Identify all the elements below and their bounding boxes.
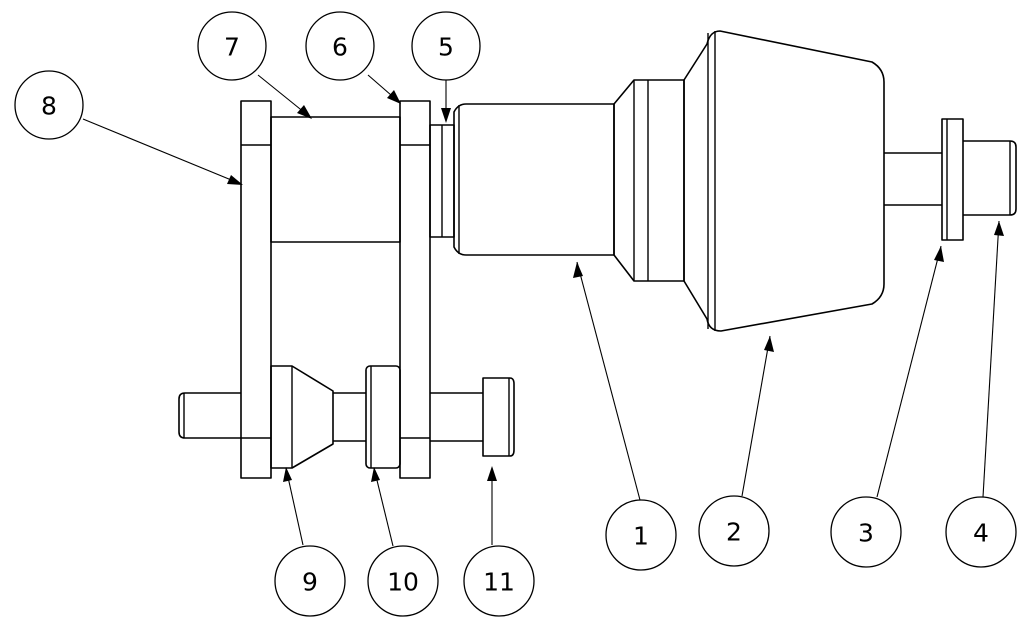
end-washer [941, 118, 964, 241]
balloon-5: 5 [411, 11, 481, 81]
balloon-6-label: 6 [332, 33, 348, 62]
balloon-10-label: 10 [387, 568, 419, 597]
balloon-1: 1 [605, 499, 677, 571]
balloon-11: 11 [463, 545, 535, 617]
balloon-2: 2 [698, 495, 770, 567]
balloon-5-label: 5 [438, 33, 454, 62]
balloon-2-label: 2 [726, 518, 742, 547]
pin-head [482, 377, 515, 457]
shaft-cylinder [453, 103, 615, 256]
balloon-9: 9 [274, 545, 346, 617]
balloon-7-label: 7 [224, 33, 240, 62]
shaft-taper [613, 79, 685, 282]
lower-shaft [178, 392, 483, 442]
tapered-bushing [270, 365, 334, 469]
balloon-1-label: 1 [633, 522, 649, 551]
balloon-10: 10 [367, 545, 439, 617]
balloon-7: 7 [197, 11, 267, 81]
balloon-3-label: 3 [858, 519, 874, 548]
left-side-plate [240, 100, 272, 479]
balloon-4: 4 [945, 496, 1017, 568]
right-side-plate [399, 100, 431, 479]
spacer-washer [429, 124, 455, 238]
collar [365, 365, 401, 469]
balloon-4-label: 4 [973, 519, 989, 548]
balloon-9-label: 9 [302, 568, 318, 597]
balloon-6: 6 [305, 11, 375, 81]
balloon-11-label: 11 [483, 568, 515, 597]
end-shaft [963, 140, 1017, 216]
balloon-8: 8 [14, 70, 84, 140]
leaders [82, 72, 1004, 547]
roller [270, 116, 401, 243]
output-shaft [884, 152, 942, 206]
balloon-8-label: 8 [41, 92, 57, 121]
conical-roller [683, 30, 885, 332]
balloon-3: 3 [830, 496, 902, 568]
